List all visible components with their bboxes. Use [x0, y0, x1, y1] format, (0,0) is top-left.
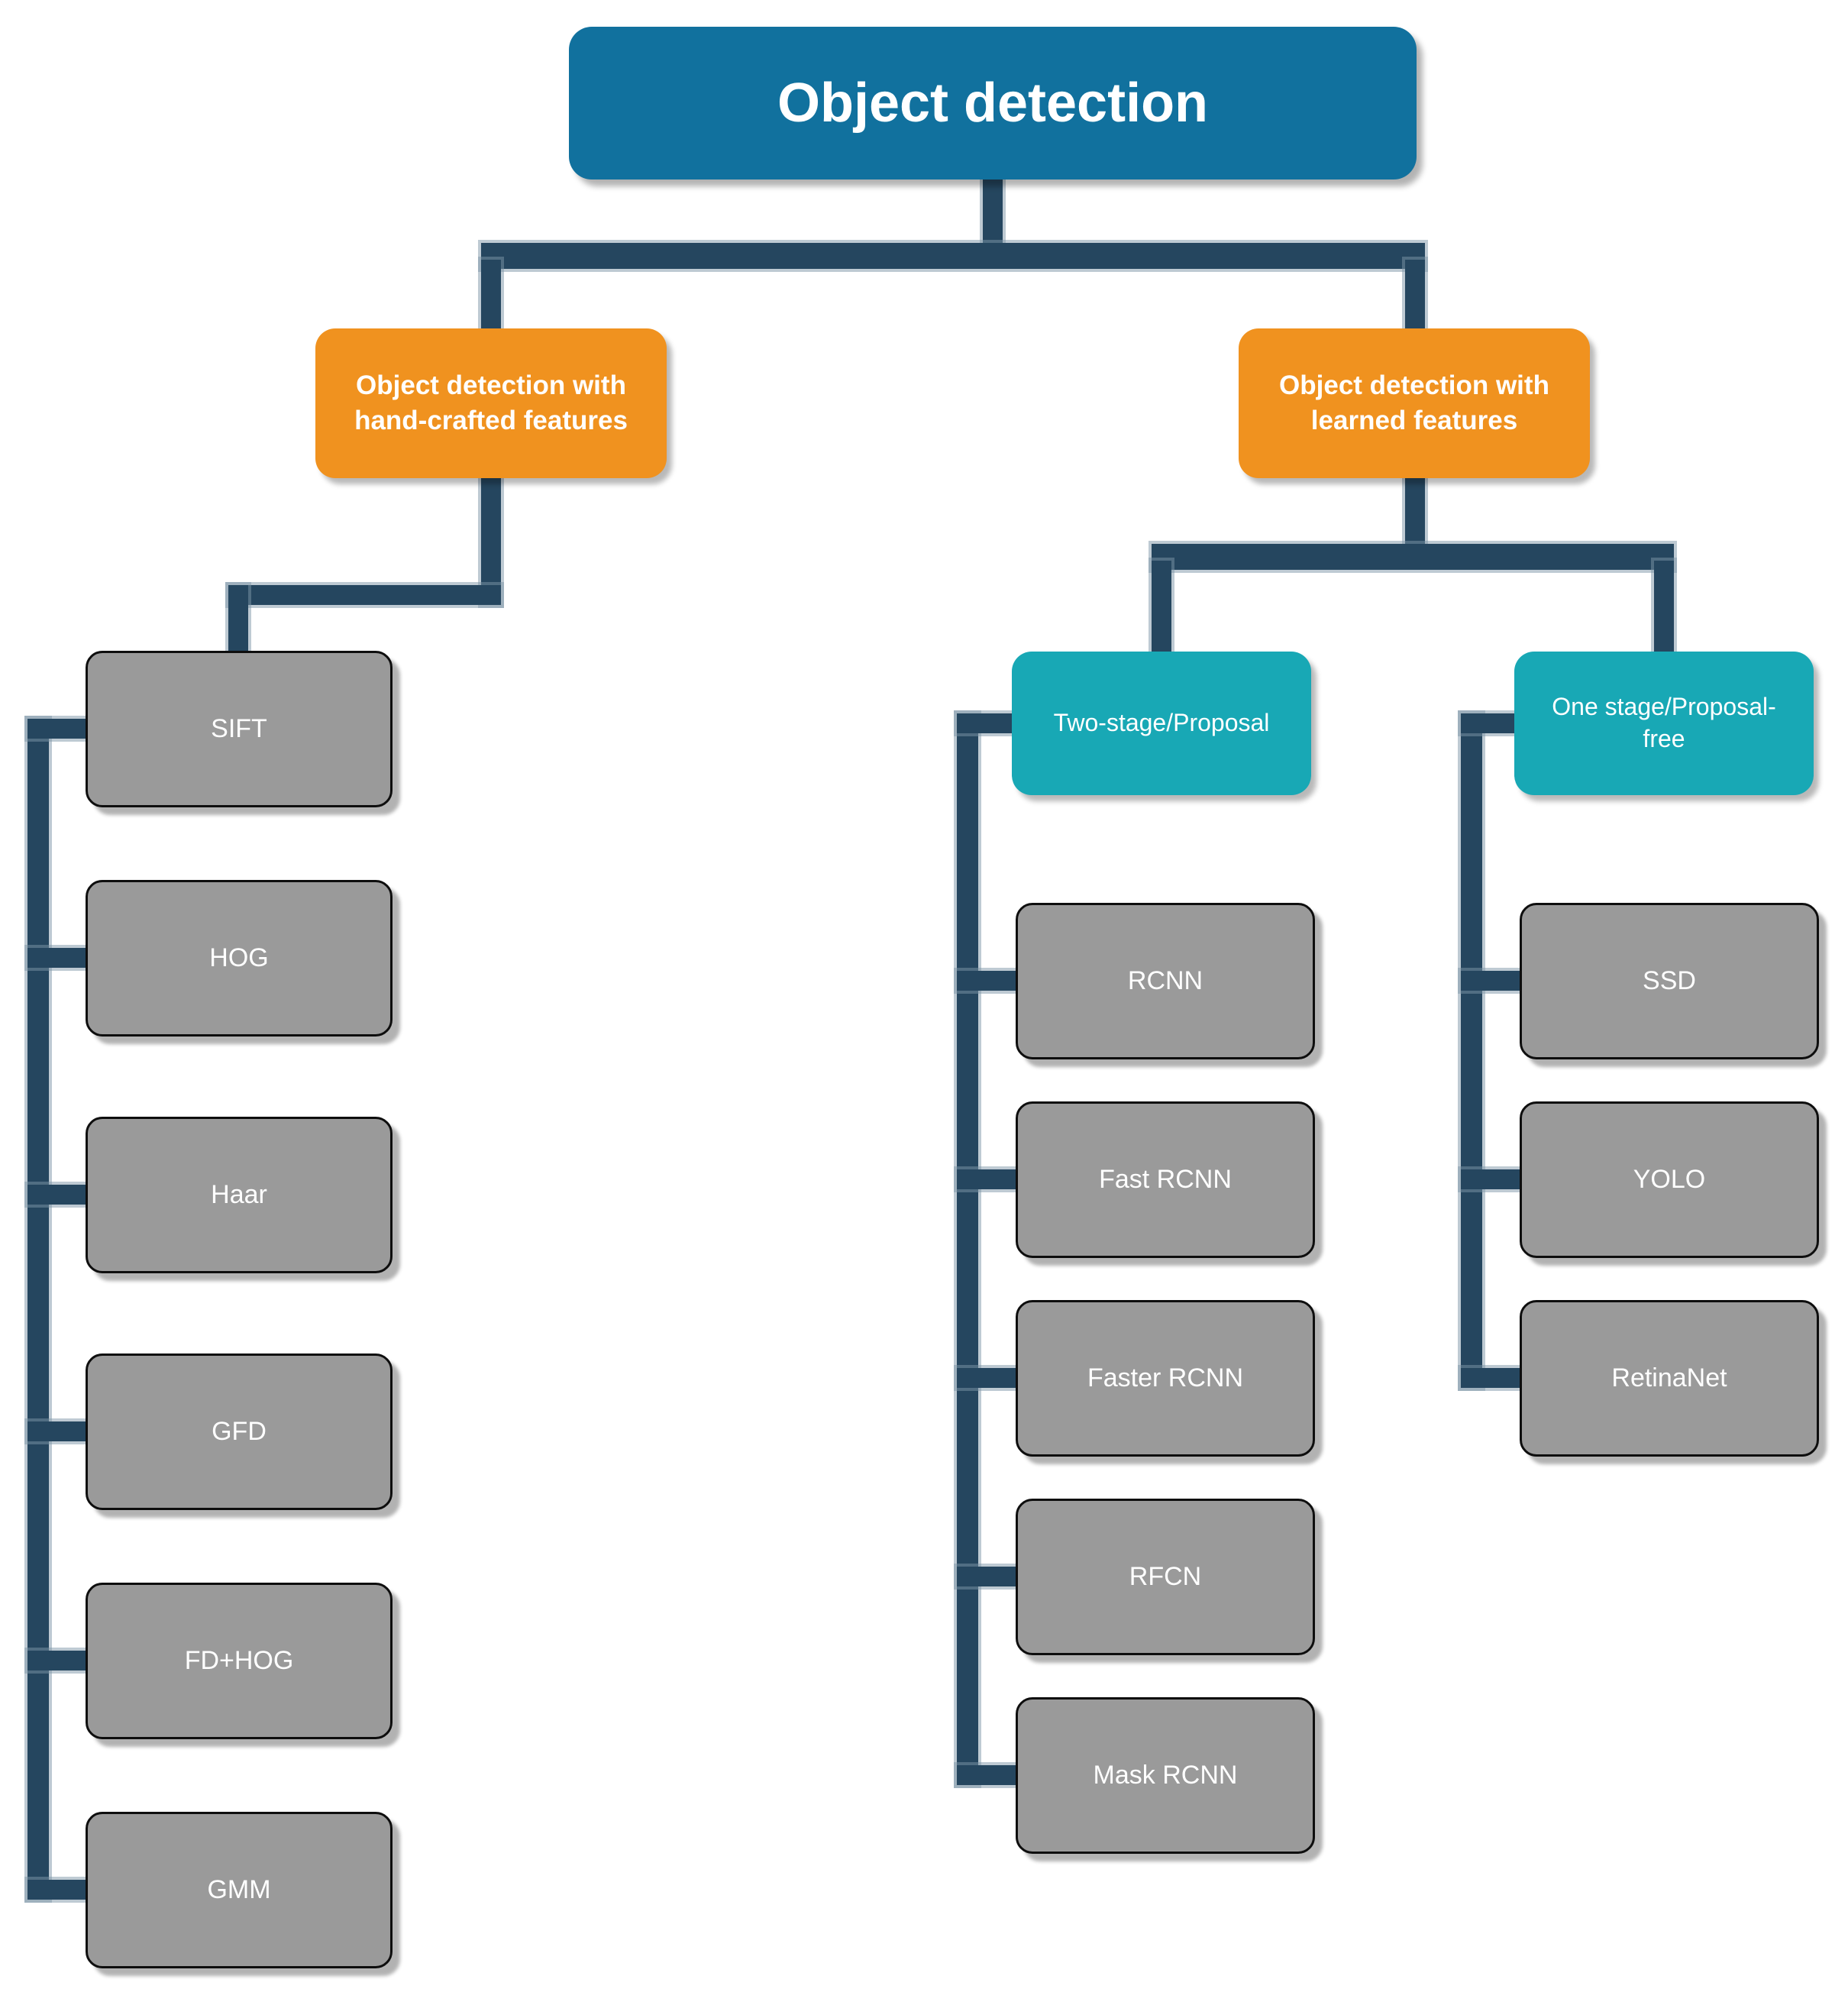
connector-left-trunk [27, 719, 49, 1900]
node-learned-features: Object detection with learned features [1239, 328, 1590, 478]
node-hog-label: HOG [209, 943, 269, 972]
connector-stub-faster-rcnn [957, 1368, 1019, 1388]
connector-stub-retinanet [1461, 1368, 1526, 1388]
node-two-stage-proposal-label: Two-stage/Proposal [1053, 709, 1270, 737]
node-fd-hog: FD+HOG [86, 1583, 393, 1739]
node-gfd: GFD [86, 1353, 393, 1510]
connector-stub-fast-rcnn [957, 1169, 1019, 1189]
connector-middle-trunk [957, 713, 978, 1785]
connector-learned-to-two-stage [1152, 561, 1171, 652]
node-one-stage-proposal-free-label: One stage/Proposal-free [1552, 693, 1776, 752]
connector-handcrafted-stem [481, 477, 501, 605]
connector-learned-stem [1405, 477, 1425, 556]
node-retinanet: RetinaNet [1520, 1300, 1819, 1457]
node-gfd-label: GFD [212, 1417, 267, 1446]
node-haar-label: Haar [211, 1180, 267, 1209]
node-ssd-label: SSD [1643, 966, 1696, 995]
node-fast-rcnn: Fast RCNN [1016, 1101, 1315, 1258]
connector-root-stem [983, 178, 1003, 251]
connector-stub-gmm [27, 1880, 90, 1900]
node-mask-rcnn: Mask RCNN [1016, 1697, 1315, 1854]
connector-stub-two-stage [957, 713, 1016, 733]
connector-handcrafted-to-sift [228, 585, 248, 652]
connector-stub-fd-hog [27, 1651, 90, 1670]
node-faster-rcnn: Faster RCNN [1016, 1300, 1315, 1457]
connector-root-crossbar [481, 243, 1425, 269]
connector-stub-hog [27, 948, 90, 968]
connector-stub-one-stage [1461, 713, 1520, 733]
node-object-detection: Object detection [569, 27, 1417, 179]
node-handcrafted-features: Object detection with hand-crafted featu… [315, 328, 667, 478]
node-hog: HOG [86, 880, 393, 1037]
node-retinanet-label: RetinaNet [1611, 1363, 1727, 1392]
node-object-detection-label: Object detection [777, 73, 1209, 134]
node-gmm: GMM [86, 1812, 393, 1968]
connector-learned-crossbar [1152, 544, 1674, 570]
node-haar: Haar [86, 1117, 393, 1273]
connector-stub-rfcn [957, 1567, 1019, 1586]
connector-stub-yolo [1461, 1169, 1526, 1189]
node-fd-hog-label: FD+HOG [184, 1646, 294, 1675]
connector-stub-mask-rcnn [957, 1765, 1019, 1785]
node-handcrafted-features-label: Object detection with hand-crafted featu… [354, 370, 628, 435]
node-gmm-label: GMM [207, 1875, 271, 1904]
node-two-stage-proposal: Two-stage/Proposal [1012, 652, 1311, 795]
node-rcnn-label: RCNN [1127, 966, 1203, 995]
connector-right-trunk [1461, 713, 1482, 1388]
node-rfcn: RFCN [1016, 1499, 1315, 1655]
node-fast-rcnn-label: Fast RCNN [1099, 1165, 1232, 1194]
connector-stub-sift [27, 719, 90, 739]
connector-root-to-handcrafted [481, 260, 501, 330]
connector-handcrafted-jog [228, 585, 501, 605]
node-sift-label: SIFT [211, 714, 267, 743]
connector-stub-haar [27, 1185, 90, 1205]
node-rcnn: RCNN [1016, 903, 1315, 1059]
node-yolo-label: YOLO [1633, 1165, 1706, 1194]
connector-stub-ssd [1461, 971, 1526, 991]
node-ssd: SSD [1520, 903, 1819, 1059]
connector-stub-rcnn [957, 971, 1019, 991]
connector-stub-gfd [27, 1421, 90, 1441]
connector-root-to-learned [1405, 260, 1425, 330]
node-mask-rcnn-label: Mask RCNN [1093, 1761, 1238, 1790]
node-rfcn-label: RFCN [1129, 1562, 1202, 1591]
node-yolo: YOLO [1520, 1101, 1819, 1258]
node-sift: SIFT [86, 651, 393, 807]
node-faster-rcnn-label: Faster RCNN [1087, 1363, 1244, 1392]
node-one-stage-proposal-free: One stage/Proposal-free [1514, 652, 1814, 795]
connector-learned-to-one-stage [1654, 561, 1674, 652]
node-learned-features-label: Object detection with learned features [1279, 370, 1549, 435]
